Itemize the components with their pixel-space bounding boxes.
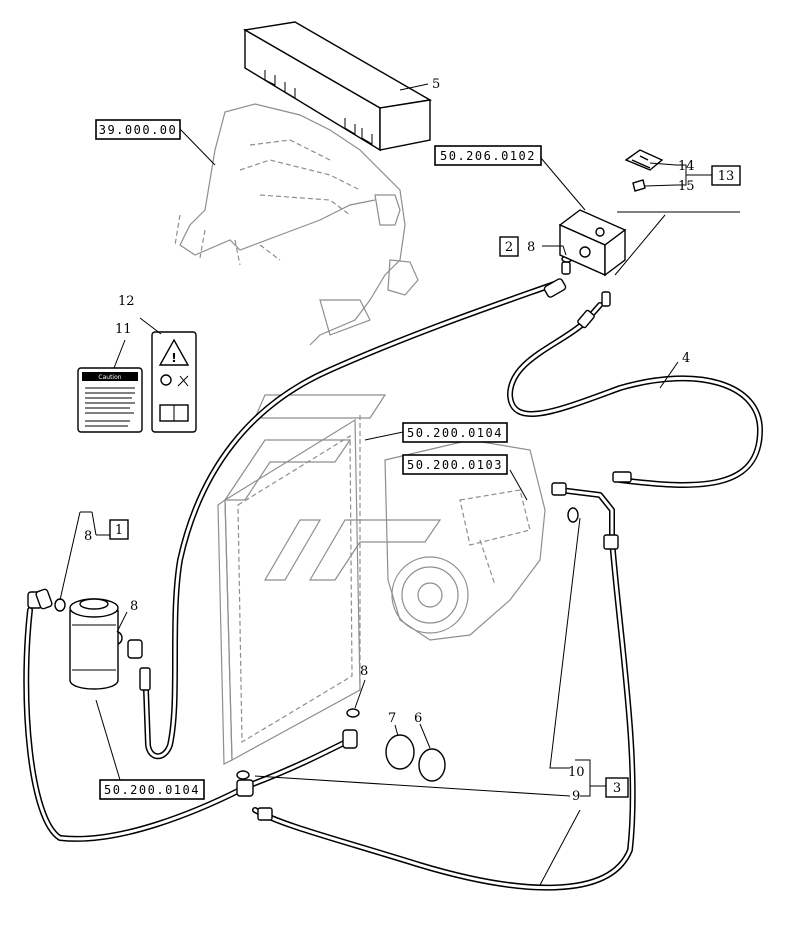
item-number-15: 15 [678,179,695,194]
caution-decal: Caution [77,367,143,433]
hose-clamps [385,734,446,782]
item-number-9: 9 [572,789,580,804]
o-rings [54,255,579,780]
kit-number-1: 1 [115,523,123,538]
item-number-7: 7 [388,711,396,726]
ref-box-50-200-0104-bottom: 50.200.0104 [99,779,205,800]
item-number-4: 4 [682,351,690,366]
item-number-11: 11 [115,322,132,337]
kit-number-3: 3 [613,781,621,796]
ghost-frame [174,103,419,346]
warning-decal: ! [151,331,197,433]
ghost-compressor [384,439,546,641]
ref-box-39-000-00: 39.000.00 [95,119,181,140]
hoses [23,279,763,891]
kit-square-2: 2 [499,236,519,257]
kit-square-1: 1 [109,519,129,540]
item-number-12: 12 [118,294,135,309]
kit-square-3: 3 [605,777,629,798]
ref-text-50-200-0104-bottom: 50.200.0104 [104,783,200,797]
kit-square-13: 13 [711,165,741,186]
ref-text-50-206-0102: 50.206.0102 [440,149,536,163]
kit-number-13: 13 [718,169,735,184]
ref-text-50-200-0103: 50.200.0103 [407,458,503,472]
ref-text-50-200-0104-top: 50.200.0104 [407,426,503,440]
caution-decal-title: Caution [98,374,121,381]
item-number-8-top: 8 [527,240,535,255]
foam-block [242,21,433,152]
ref-box-50-200-0103: 50.200.0103 [402,454,508,475]
item-numbers: 5 4 14 15 8 12 11 8 8 8 7 6 10 9 [84,77,695,804]
bracket-and-nut [624,149,664,192]
item-number-8-radiator: 8 [360,664,368,679]
expansion-valve [558,209,627,277]
item-number-6: 6 [414,711,422,726]
kit-number-2: 2 [505,240,513,255]
item-number-8-left: 8 [84,529,92,544]
item-number-10: 10 [568,765,585,780]
ghost-watermark [223,394,442,581]
item-number-14: 14 [678,159,695,174]
ghost-radiator [217,415,361,765]
item-number-5: 5 [432,77,440,92]
ref-box-50-206-0102: 50.206.0102 [434,145,542,166]
item-number-8-drier: 8 [130,599,138,614]
svg-text:!: ! [171,351,176,365]
ref-text-39-000-00: 39.000.00 [99,123,178,137]
hose-fittings [27,261,632,821]
ref-box-50-200-0104-top: 50.200.0104 [402,422,508,443]
receiver-drier [69,598,119,690]
